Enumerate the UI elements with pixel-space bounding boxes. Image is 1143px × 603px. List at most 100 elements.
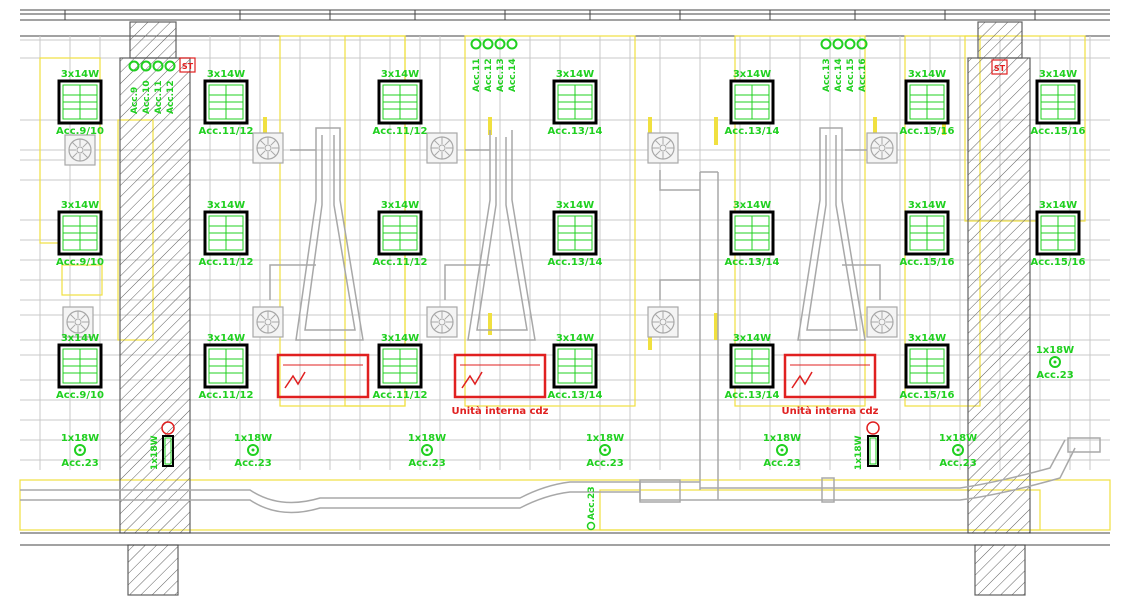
fixture-circuit-label: Acc.9/10 [56, 390, 104, 401]
yellow-markers [263, 117, 946, 350]
fixture-3x14w: 3x14W Acc.15/16 [900, 69, 955, 137]
emergency-label: 1x18W [150, 435, 160, 470]
st-label: ST [182, 62, 194, 71]
fixture-3x14w: 3x14W Acc.9/10 [56, 69, 104, 137]
fixture-circuit-label: Acc.13/14 [725, 257, 780, 268]
fixture-circuit-label: Acc.13/14 [725, 126, 780, 137]
fixture-power-label: 3x14W [733, 333, 771, 344]
downlight-1x18w: 1x18W Acc.23 [939, 433, 977, 469]
circuit-ring-label: Acc.11 [472, 58, 482, 92]
circuit-ring-label: Acc.12 [166, 80, 176, 114]
downlight-power-label: 1x18W [763, 433, 801, 444]
indoor-unit-center [453, 353, 547, 399]
fixture-circuit-label: Acc.11/12 [199, 126, 254, 137]
fixture-power-label: 3x14W [733, 200, 771, 211]
lighting-zones [19, 35, 1111, 531]
fixture-power-label: 3x14W [908, 200, 946, 211]
fixture-power-label: 3x14W [908, 69, 946, 80]
fixture-circuit-label: Acc.9/10 [56, 257, 104, 268]
fixture-circuit-label: Acc.15/16 [1031, 257, 1086, 268]
downlight-power-label: 1x18W [234, 433, 272, 444]
circuit-ring-label: Acc.13 [822, 58, 832, 92]
diffuser-icon [62, 306, 94, 338]
acc23-vertical-label: Acc.23 [587, 486, 597, 520]
fixture-3x14w: 3x14W Acc.11/12 [373, 200, 428, 268]
downlight-circuit-label: Acc.23 [586, 458, 623, 469]
diffuser-icon [647, 306, 679, 338]
diffuser-icon [252, 306, 284, 338]
fixture-circuit-label: Acc.11/12 [373, 257, 428, 268]
circuit-ring-label: Acc.11 [154, 80, 164, 114]
downlight-circuit-label: Acc.23 [939, 458, 976, 469]
fixture-power-label: 3x14W [207, 200, 245, 211]
circuit-ring-label: Acc.14 [834, 58, 844, 92]
indoor-unit-right [783, 353, 877, 399]
unit-label-right: Unità interna cdz [782, 405, 879, 417]
st-box-left: ST [179, 57, 196, 73]
diffuser-icon [426, 132, 458, 164]
fixture-3x14w: 3x14W Acc.15/16 [900, 333, 955, 401]
fixture-power-label: 3x14W [61, 333, 99, 344]
fixture-3x14w: 3x14W Acc.11/12 [199, 333, 254, 401]
fixture-circuit-label: Acc.15/16 [1031, 126, 1086, 137]
fixture-circuit-label: Acc.15/16 [900, 126, 955, 137]
fixture-circuit-label: Acc.11/12 [199, 390, 254, 401]
fixture-3x14w: 3x14W Acc.11/12 [373, 333, 428, 401]
downlight-power-label: 1x18W [939, 433, 977, 444]
fixture-3x14w: 3x14W Acc.11/12 [199, 200, 254, 268]
downlight-circuit-label: Acc.23 [234, 458, 271, 469]
structural-columns [119, 21, 1031, 596]
fixture-power-label: 3x14W [556, 69, 594, 80]
downlight-power-label: 1x18W [1036, 345, 1074, 356]
fixture-3x14w: 3x14W Acc.15/16 [900, 200, 955, 268]
fixture-3x14w: 3x14W Acc.9/10 [56, 333, 104, 401]
light-fixtures: 3x14WAcc.9/103x14WAcc.9/103x14WAcc.9/103… [56, 69, 1085, 401]
fixture-power-label: 3x14W [1039, 69, 1077, 80]
acc23-vertical: Acc.23 [586, 486, 597, 531]
diffuser-icon [866, 132, 898, 164]
fixture-circuit-label: Acc.13/14 [548, 390, 603, 401]
fixture-circuit-label: Acc.13/14 [548, 257, 603, 268]
fixture-power-label: 3x14W [1039, 200, 1077, 211]
diffuser-icon [866, 306, 898, 338]
bottom-wall [20, 532, 1110, 546]
emergency-label: 1x18W [854, 435, 864, 470]
downlight-power-label: 1x18W [61, 433, 99, 444]
fixture-power-label: 3x14W [61, 69, 99, 80]
st-box-right: ST [991, 59, 1008, 75]
fixture-power-label: 3x14W [908, 333, 946, 344]
emergency-lamp-right: 1x18W [854, 421, 880, 470]
circuit-ring-label: Acc.14 [508, 58, 518, 92]
circuit-ring-label: Acc.12 [484, 58, 494, 92]
fixture-circuit-label: Acc.11/12 [199, 257, 254, 268]
diffuser-icon [64, 134, 96, 166]
fixture-circuit-label: Acc.11/12 [373, 390, 428, 401]
fixture-power-label: 3x14W [381, 333, 419, 344]
diffuser-icon [426, 306, 458, 338]
circuit-ring-label: Acc.15 [846, 58, 856, 92]
downlight-circuit-label: Acc.23 [763, 458, 800, 469]
fixture-power-label: 3x14W [207, 333, 245, 344]
fixture-power-label: 3x14W [61, 200, 99, 211]
emergency-lamp-left: 1x18W [150, 421, 175, 470]
fixture-circuit-label: Acc.15/16 [900, 390, 955, 401]
fixture-circuit-label: Acc.11/12 [373, 126, 428, 137]
fixture-3x14w: 3x14W Acc.13/14 [725, 200, 780, 268]
fixture-circuit-label: Acc.9/10 [56, 126, 104, 137]
fixture-circuit-label: Acc.15/16 [900, 257, 955, 268]
downlights: 1x18W Acc.23 1x18W Acc.23 1x18W Acc.23 1x18W Ac… [61, 345, 1074, 469]
circuit-ring-label: Acc.9 [130, 87, 140, 114]
fixture-circuit-label: Acc.13/14 [548, 126, 603, 137]
downlight-1x18w: 1x18W Acc.23 [234, 433, 272, 469]
fixture-power-label: 3x14W [381, 200, 419, 211]
